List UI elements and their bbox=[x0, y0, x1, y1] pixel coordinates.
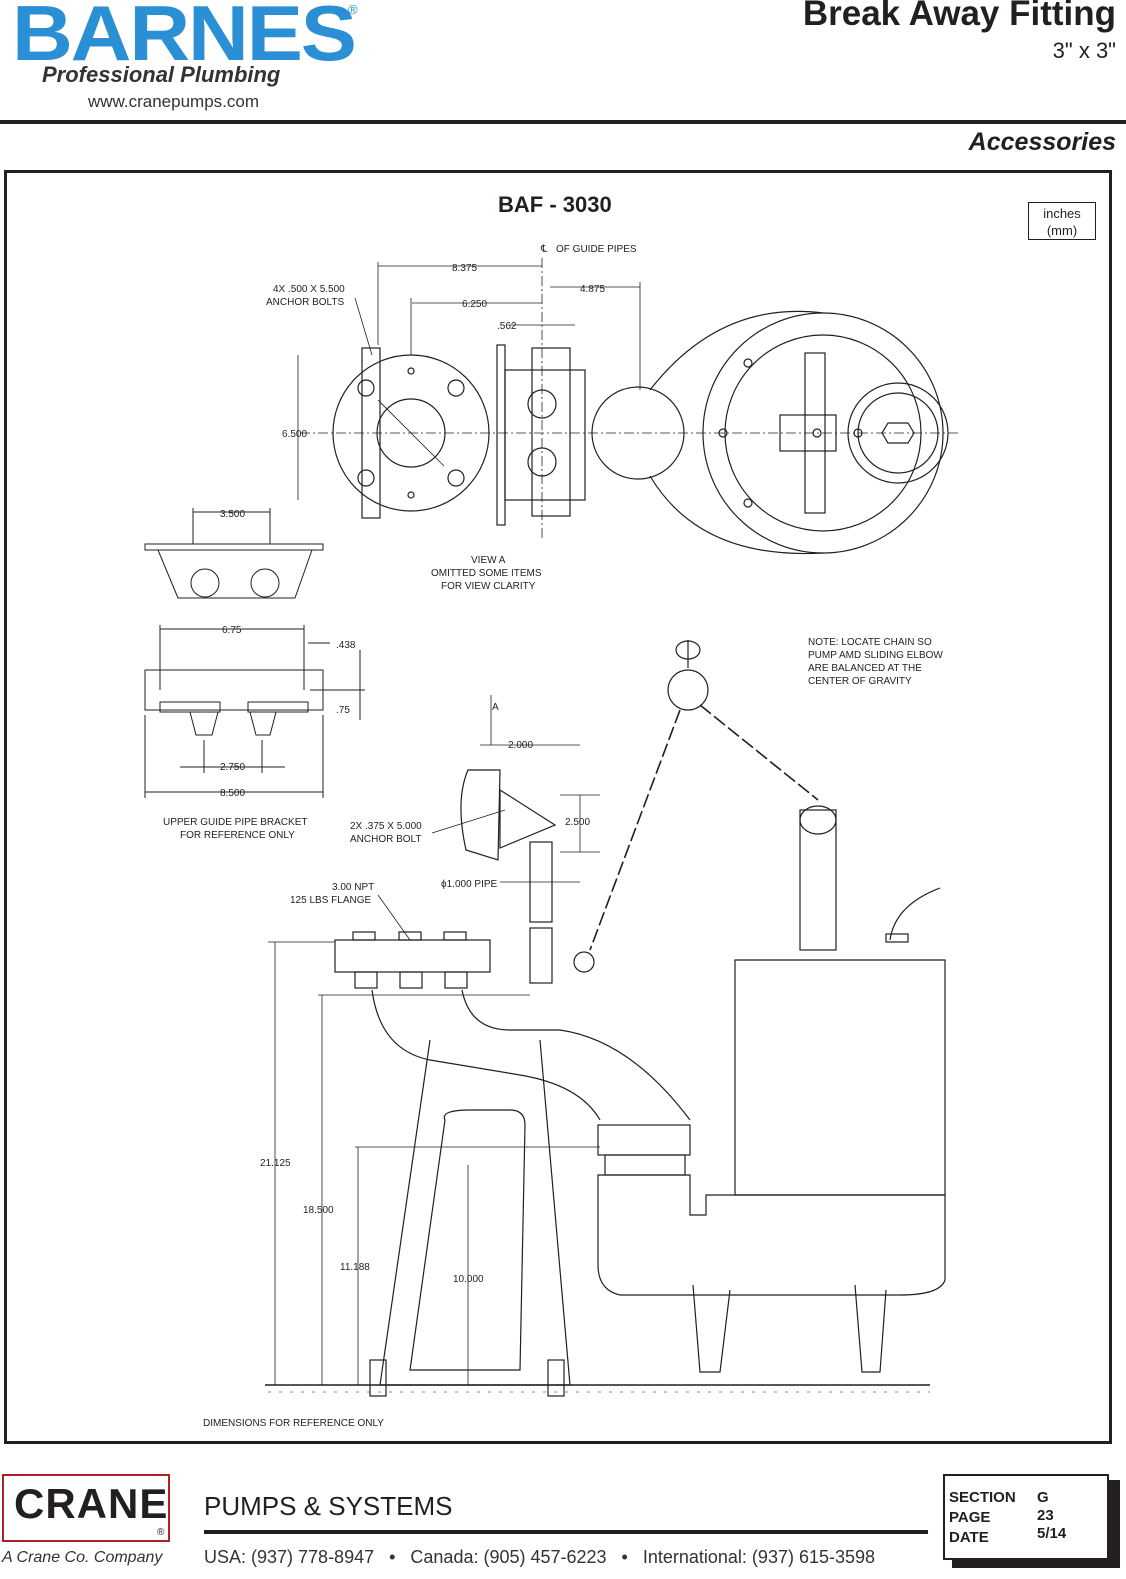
dim-3500: 3.500 bbox=[220, 509, 245, 520]
dim-2750: 2.750 bbox=[220, 762, 245, 773]
anchor-bolts-label: ANCHOR BOLTS bbox=[266, 297, 344, 308]
reference-note: DIMENSIONS FOR REFERENCE ONLY bbox=[203, 1418, 384, 1429]
crane-logo: CRANE bbox=[14, 1480, 169, 1527]
note-line: NOTE: LOCATE CHAIN SO bbox=[808, 637, 932, 648]
dim-2000: 2.000 bbox=[508, 740, 533, 751]
note-line: CENTER OF GRAVITY bbox=[808, 676, 912, 687]
view-a-label: VIEW A bbox=[471, 555, 506, 566]
dim-75: .75 bbox=[336, 705, 350, 716]
category-label: Accessories bbox=[968, 128, 1116, 156]
section-info-box: SECTION G PAGE 23 DATE 5/14 bbox=[943, 1474, 1109, 1560]
dim-4875: 4.875 bbox=[580, 284, 605, 295]
page-label: PAGE bbox=[949, 1509, 991, 1526]
company-subtitle: A Crane Co. Company bbox=[2, 1549, 163, 1566]
side-view bbox=[265, 640, 946, 1397]
dim-8500: 8.500 bbox=[220, 788, 245, 799]
registered-mark: ® bbox=[157, 1527, 165, 1538]
anchor-bolt-label: 2X .375 X 5.000 bbox=[350, 821, 422, 832]
anchor-bolts-label: 4X .500 X 5.500 bbox=[273, 284, 345, 295]
units-line: inches bbox=[1043, 206, 1081, 221]
barnes-logo: BARNES bbox=[12, 0, 357, 77]
view-a-label: OMITTED SOME ITEMS bbox=[431, 568, 542, 579]
dim-562: .562 bbox=[497, 321, 517, 332]
anchor-bolt-label: ANCHOR BOLT bbox=[350, 834, 422, 845]
tagline: Professional Plumbing bbox=[42, 62, 281, 87]
technical-drawing: ℄ OF GUIDE PIPES 8.375 4.875 4X .500 X 5… bbox=[144, 244, 960, 1429]
footer-rule bbox=[204, 1530, 928, 1534]
dim-675: 6.75 bbox=[222, 625, 242, 636]
dim-10000: 10.000 bbox=[453, 1274, 484, 1285]
centerline-symbol: ℄ bbox=[540, 244, 548, 255]
side-dimensions bbox=[268, 695, 600, 1385]
arrow-a-label: A bbox=[492, 702, 499, 713]
dim-6250: 6.250 bbox=[462, 299, 487, 310]
header-rule bbox=[0, 120, 1126, 124]
bracket-caption: FOR REFERENCE ONLY bbox=[180, 830, 295, 841]
page-subtitle: 3" x 3" bbox=[1052, 38, 1116, 63]
page-title: Break Away Fitting bbox=[802, 0, 1116, 33]
division-name: PUMPS & SYSTEMS bbox=[204, 1491, 453, 1521]
note-line: PUMP AMD SLIDING ELBOW bbox=[808, 650, 943, 661]
bracket-views bbox=[144, 508, 365, 798]
flange-label: 3.00 NPT bbox=[332, 882, 374, 893]
centerlines bbox=[300, 258, 960, 540]
units-box: inches (mm) bbox=[1028, 202, 1096, 240]
guide-pipes-label: OF GUIDE PIPES bbox=[556, 244, 637, 255]
top-view bbox=[332, 310, 949, 555]
section-value: G bbox=[1037, 1489, 1049, 1506]
model-number: BAF - 3030 bbox=[498, 192, 612, 217]
dim-438: .438 bbox=[336, 640, 356, 651]
flange-label: 125 LBS FLANGE bbox=[290, 895, 371, 906]
dim-8375: 8.375 bbox=[452, 263, 477, 274]
crane-logo-box bbox=[2, 1474, 170, 1542]
bracket-caption: UPPER GUIDE PIPE BRACKET bbox=[163, 817, 307, 828]
dim-18500: 18.500 bbox=[303, 1205, 334, 1216]
registered-mark: ® bbox=[348, 2, 358, 17]
units-line: (mm) bbox=[1046, 223, 1078, 238]
note-line: ARE BALANCED AT THE bbox=[808, 663, 922, 674]
pipe-label: ϕ1.000 PIPE bbox=[441, 879, 498, 890]
dim-6500: 6.500 bbox=[282, 429, 307, 440]
view-a-label: FOR VIEW CLARITY bbox=[441, 581, 536, 592]
date-label: DATE bbox=[949, 1529, 989, 1546]
top-dimensions bbox=[297, 262, 641, 500]
dim-11188: 11.188 bbox=[340, 1262, 370, 1273]
dim-21125: 21.125 bbox=[260, 1158, 291, 1169]
date-value: 5/14 bbox=[1037, 1525, 1067, 1542]
dim-2500: 2.500 bbox=[565, 817, 590, 828]
section-label: SECTION bbox=[949, 1489, 1016, 1506]
contact-numbers: USA: (937) 778-8947 • Canada: (905) 457-… bbox=[204, 1547, 876, 1567]
drawing-frame bbox=[4, 170, 1112, 1444]
website-link[interactable]: www.cranepumps.com bbox=[88, 92, 260, 111]
page-value: 23 bbox=[1037, 1507, 1054, 1524]
